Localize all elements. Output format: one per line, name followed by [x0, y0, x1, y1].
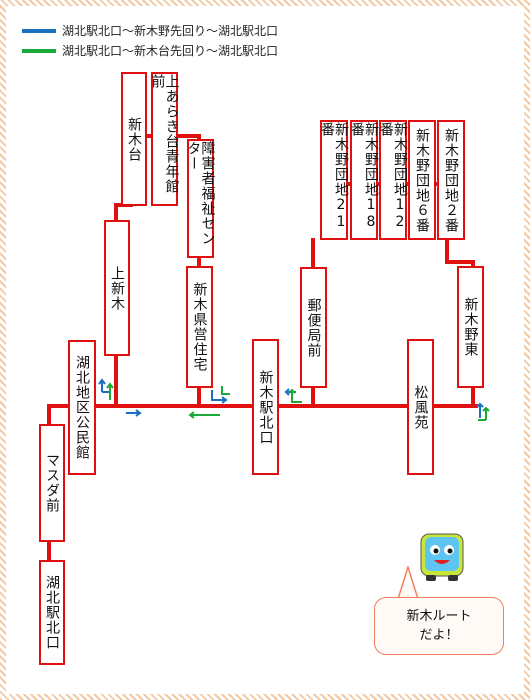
- legend-blue: 湖北駅北口〜新木野先回り〜湖北駅北口: [22, 22, 278, 39]
- legend-green-swatch: [22, 48, 56, 53]
- stop-danchi-2: 新木野団地２番: [437, 120, 465, 240]
- segment-danchi2-higashi: [445, 238, 475, 266]
- stop-araki-kenei-jutaku: 新木県営住宅: [186, 266, 213, 388]
- bus-mascot-icon: [420, 533, 464, 581]
- stop-kohoku-kitaguchi: 湖北駅北口: [39, 560, 65, 665]
- stop-kohoku-chiku-kouminkan: 湖北地区公民館: [68, 340, 96, 475]
- arrow-blue-kenei: [211, 390, 228, 404]
- stop-danchi-18: 新木野団地18番: [349, 120, 379, 240]
- stop-mazda-mae: マスダ前: [39, 424, 65, 542]
- stop-shogaisha-fukushi: 障害者福祉センター: [186, 139, 216, 258]
- stop-danchi-12: 新木野団地12番: [378, 120, 408, 240]
- legend-blue-label: 湖北駅北口〜新木野先回り〜湖北駅北口: [62, 24, 279, 38]
- legend-green: 湖北駅北口〜新木台先回り〜湖北駅北口: [22, 42, 278, 59]
- stop-kami-araki: 上新木: [104, 220, 130, 356]
- arrow-green-higashi: [478, 406, 490, 421]
- legend-green-label: 湖北駅北口〜新木台先回り〜湖北駅北口: [62, 44, 279, 58]
- arrow-blue-higashi: [476, 402, 484, 418]
- stop-kami-araki-dai-seinenkan: 上あらき台青年館前: [150, 72, 180, 206]
- arrow-green-yubinkyoku: [288, 388, 302, 403]
- legend-blue-swatch: [22, 28, 56, 33]
- main-trunk: [47, 404, 478, 424]
- arrow-green-west: [188, 411, 220, 419]
- arrow-green-kenei: [221, 386, 230, 395]
- speech-line-2: だよ！: [419, 628, 459, 643]
- stop-danchi-6: 新木野団地６番: [408, 120, 436, 240]
- direction-arrows: [98, 378, 490, 421]
- stop-araki-eki-kitaguchi: 新木駅北口: [252, 339, 279, 475]
- arrow-blue-east: [126, 409, 142, 417]
- arrow-green-up-kouminkan: [106, 382, 114, 400]
- arrow-blue-up-kouminkan: [98, 378, 110, 393]
- speech-line-1: 新木ルート: [406, 608, 472, 624]
- stop-danchi-21: 新木野団地21番: [319, 120, 349, 240]
- segment-to-araki-dai: [114, 203, 133, 220]
- speech-bubble: 新木ルート だよ！: [374, 597, 504, 655]
- stop-araki-dai: 新木台: [121, 72, 147, 206]
- stop-shofuen: 松風苑: [407, 339, 434, 475]
- stop-araki-no-higashi: 新木野東: [457, 266, 484, 388]
- stop-yubinkyoku-mae: 郵便局前: [300, 267, 327, 388]
- speech-bubble-tail: [396, 566, 420, 600]
